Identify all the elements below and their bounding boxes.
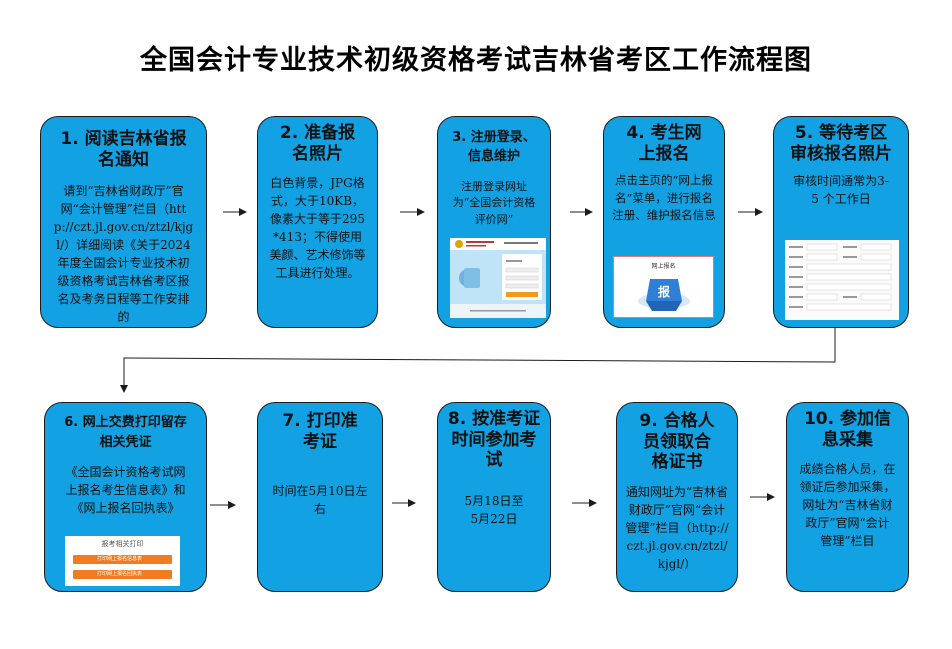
online-registration-thumbnail: 网上报名 报 — [613, 256, 714, 318]
step-3-title: 3. 注册登录、信息维护 — [452, 130, 536, 164]
step-2-box: 2. 准备报名照片 白色背景，JPG格式，大于10KB，像素大于等于295*41… — [257, 116, 378, 328]
step-5-title: 5. 等待考区审核报名照片 — [790, 123, 892, 164]
print-documents-thumbnail: 报考相关打印 打印网上报名信息表 打印网上报名回执表 — [65, 536, 180, 586]
step-8-body: 5月18日至5月22日 — [464, 494, 524, 526]
step-1-box: 1. 阅读吉林省报名通知 请到“吉林省财政厅”官网“会计管理”栏目（http:/… — [40, 116, 207, 328]
step-8-box: 8. 按准考证时间参加考试 5月18日至5月22日 — [437, 402, 551, 592]
login-page-thumbnail — [450, 238, 546, 318]
step-5-body: 审核时间通常为3-5 个工作日 — [793, 174, 889, 207]
page-title: 全国会计专业技术初级资格考试吉林省考区工作流程图 — [140, 45, 812, 76]
step-10-body: 成绩合格人员，在领证后参加采集，网址为“吉林省财政厅”官网“会计管理”栏目 — [799, 462, 896, 549]
step-9-title: 9. 合格人员领取合格证书 — [639, 411, 715, 473]
print-info-sheet-label: 打印网上报名信息表 — [97, 556, 143, 562]
step-1-title: 1. 阅读吉林省报名通知 — [60, 129, 187, 170]
step-7-body: 时间在5月10日左右 — [272, 484, 368, 517]
step-9-body: 通知网址为“吉林省财政厅”官网“会计管理”栏目（http://czt.jl.go… — [625, 485, 729, 572]
step-1-body: 请到“吉林省财政厅”官网“会计管理”栏目（http://czt.jl.gov.c… — [53, 184, 194, 325]
step-9-box: 9. 合格人员领取合格证书 通知网址为“吉林省财政厅”官网“会计管理”栏目（ht… — [616, 402, 738, 592]
step-3-body: 注册登录网址为“全国会计资格评价网” — [452, 179, 536, 226]
register-icon-graphic — [638, 279, 690, 311]
step-8-title: 8. 按准考证时间参加考试 — [447, 409, 541, 471]
step-6-title: 6. 网上交费打印留存相关凭证 — [64, 415, 187, 451]
online-registration-header: 网上报名 — [651, 263, 676, 270]
print-receipt-label: 打印网上报名回执表 — [97, 571, 143, 577]
arrow-5-to-6 — [120, 328, 836, 393]
login-page-image — [450, 238, 546, 318]
review-form-thumbnail — [785, 240, 899, 320]
step-2-body: 白色背景，JPG格式，大于10KB，像素大于等于295*413；不得使用美颜、艺… — [269, 176, 366, 281]
step-2-title: 2. 准备报名照片 — [279, 123, 356, 164]
step-10-title: 10. 参加信息采集 — [803, 409, 892, 450]
print-receipt-button: 打印网上报名回执表 — [73, 570, 172, 579]
step-6-body: 《全国会计资格考试网上报名考生信息表》和《网上报名回执表》 — [65, 465, 186, 516]
step-10-box: 10. 参加信息采集 成绩合格人员，在领证后参加采集，网址为“吉林省财政厅”官网… — [786, 402, 909, 592]
step-7-box: 7. 打印准考证 时间在5月10日左右 — [257, 402, 383, 592]
review-form-image — [785, 240, 899, 320]
print-info-sheet-button: 打印网上报名信息表 — [73, 555, 172, 564]
print-documents-header: 报考相关打印 — [101, 540, 144, 548]
register-icon: 报 — [657, 285, 670, 299]
step-4-body: 点击主页的“网上报名”菜单，进行报名注册、维护报名信息 — [612, 173, 716, 222]
step-7-title: 7. 打印准考证 — [282, 411, 358, 452]
step-4-title: 4. 考生网上报名 — [626, 123, 702, 164]
